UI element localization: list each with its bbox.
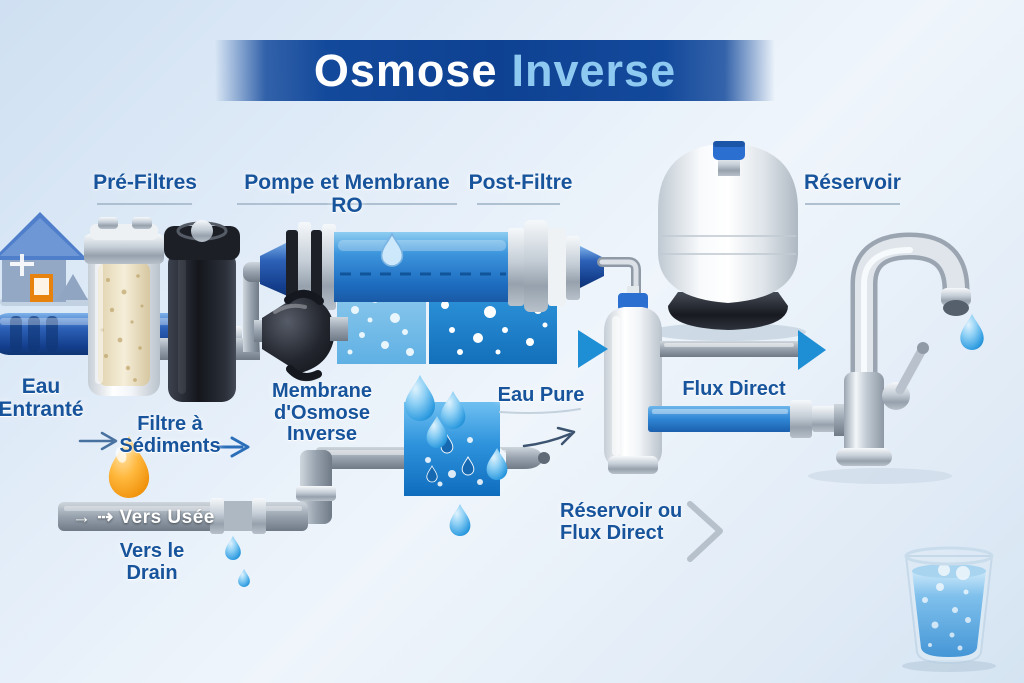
title-banner: Osmose Inverse — [215, 40, 775, 101]
membrane-inlet-connector — [260, 240, 292, 298]
sediment-speckles — [100, 274, 144, 382]
flow-arrow-2 — [214, 436, 250, 458]
faucet — [808, 232, 984, 484]
carbon-filter — [164, 220, 240, 402]
title-word-1: Osmose — [313, 44, 498, 96]
drain-coupling — [210, 498, 224, 534]
membrane-particles-light — [347, 297, 414, 356]
faucet-spout-tip — [943, 300, 969, 316]
glass-bubbles — [922, 564, 971, 651]
flow-arrow-1 — [78, 431, 118, 451]
ro-membrane — [260, 220, 641, 312]
sediment-filter — [84, 217, 164, 396]
drain-nozzle — [506, 447, 543, 469]
title-word-2: Inverse — [511, 44, 677, 96]
sediment-filter-cap — [84, 234, 164, 264]
section-label-pompe-membrane: Pompe et Membrane RO — [244, 171, 450, 217]
flux-direct-pipe — [648, 400, 838, 438]
house-icon — [0, 212, 100, 306]
eau-pure-arrow — [499, 408, 581, 448]
faucet-body — [844, 372, 884, 460]
water-glass — [902, 546, 996, 672]
faucet-drop — [960, 314, 984, 350]
label-vers-le-drain: Vers le Drain — [119, 540, 185, 584]
reservoir-chevron-arrow — [687, 501, 723, 562]
post-filter — [604, 286, 662, 474]
section-label-reservoir: Réservoir — [804, 171, 901, 194]
section-label-post-filtre: Post-Filtre — [468, 171, 573, 194]
section-label-pre-filtres: Pré-Filtres — [93, 171, 197, 194]
inlet-water-drop — [108, 436, 150, 498]
pump — [262, 289, 348, 382]
tank-base — [668, 292, 788, 330]
storage-tank — [650, 141, 806, 341]
label-flux-direct: Flux Direct — [682, 378, 786, 400]
faucet-handle — [895, 345, 927, 395]
membrane-outlet-nozzle — [580, 246, 604, 288]
label-vers-usee: → ⇢ Vers Usée — [72, 507, 215, 528]
house-window-cross — [10, 254, 34, 276]
pure-flow-arrow-left — [578, 330, 608, 368]
hill-shape — [58, 274, 88, 300]
tank-line-pipe — [660, 341, 798, 357]
pump-outlet-pipe — [330, 317, 348, 341]
post-filter-cap — [618, 293, 648, 311]
label-eau-pure: Eau Pure — [497, 384, 585, 406]
pure-flow-arrow-right — [798, 330, 826, 370]
